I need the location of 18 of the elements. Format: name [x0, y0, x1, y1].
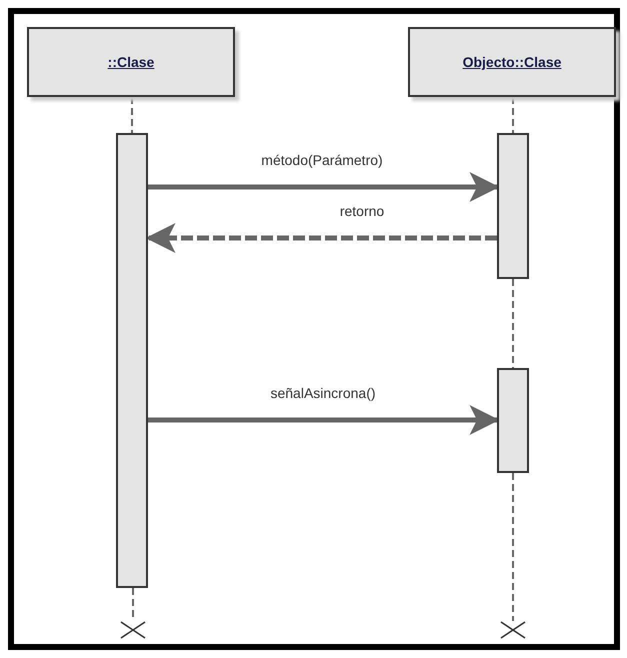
activation-bar — [497, 368, 529, 473]
destruction-mark-icon — [500, 621, 526, 639]
object-name: Objecto::Clase — [462, 54, 562, 70]
lifeline — [512, 473, 514, 621]
message-arrow — [148, 405, 500, 435]
message-arrow — [148, 172, 500, 202]
activation-bar — [497, 133, 529, 279]
edge-label: señalAsincrona() — [270, 385, 376, 401]
lifeline — [512, 279, 514, 368]
lifeline-header — [408, 27, 616, 97]
lifeline-header — [27, 27, 235, 97]
edge-label: método(Parámetro) — [261, 152, 383, 168]
edge-label: retorno — [340, 203, 384, 219]
object-name: ::Clase — [108, 54, 154, 70]
lifeline — [512, 97, 514, 133]
lifeline — [131, 97, 133, 133]
activation-bar — [116, 133, 148, 588]
destruction-mark-icon — [120, 621, 146, 639]
